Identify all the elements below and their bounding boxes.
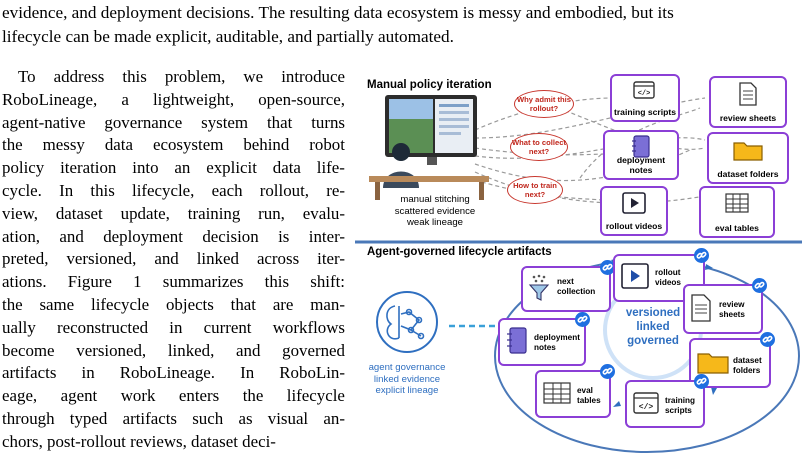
svg-text:</>: </> — [638, 90, 651, 98]
text-line: chors, post-rollout reviews, dataset dec… — [2, 431, 276, 451]
agent-caption: agent governance linked evidence explici… — [368, 362, 446, 396]
dataset-folders-artifact: dataset folders — [689, 338, 771, 388]
text-line: evidence, and deployment decisions. The … — [2, 3, 674, 22]
review-sheets-artifact: review sheets — [683, 284, 763, 334]
link-icon — [694, 248, 709, 263]
folder-icon — [697, 353, 729, 374]
training-scripts-artifact: </> training scripts — [625, 380, 705, 428]
code-window-icon: </> — [633, 81, 655, 99]
link-icon — [760, 332, 775, 347]
text-line: lifecycle can be made explicit, auditabl… — [2, 27, 454, 46]
manual-caption: manual stitching scattered evidence weak… — [394, 194, 476, 228]
document-icon — [739, 82, 757, 106]
next-collection-artifact: next collection — [521, 266, 611, 312]
review-sheets-artifact: review sheets — [709, 76, 787, 128]
eval-tables-artifact: eval tables — [699, 186, 775, 238]
lifecycle-center-label: versioned linked governed — [625, 307, 681, 347]
question-bubble: What to collect next? — [510, 133, 568, 161]
manual-panel-title: Manual policy iteration — [367, 79, 492, 91]
link-icon — [694, 374, 709, 389]
dataset-folders-artifact: dataset folders — [707, 132, 789, 184]
link-icon — [752, 278, 767, 293]
deployment-notes-artifact: deployment notes — [603, 130, 679, 180]
notebook-icon — [507, 327, 527, 354]
video-icon — [622, 192, 646, 214]
table-icon — [725, 193, 749, 213]
table-icon — [543, 382, 571, 404]
folder-icon — [733, 142, 763, 161]
training-scripts-artifact: </> training scripts — [610, 74, 680, 122]
figure-1: Manual policy iteration Agent-governed l… — [355, 68, 802, 454]
notebook-icon — [632, 135, 650, 158]
funnel-icon — [528, 274, 550, 301]
question-bubble: Why admit this rollout? — [514, 90, 574, 118]
link-icon — [600, 260, 615, 275]
agent-panel-title: Agent-governed lifecycle artifacts — [367, 246, 552, 258]
question-bubble: How to train next? — [507, 176, 563, 204]
rollout-videos-artifact: rollout videos — [600, 186, 668, 236]
video-icon — [621, 263, 649, 289]
document-icon — [691, 294, 711, 322]
eval-tables-artifact: eval tables — [535, 370, 611, 418]
code-window-icon: </> — [633, 392, 659, 414]
deployment-notes-artifact: deployment notes — [498, 318, 586, 366]
link-icon — [600, 364, 615, 379]
link-icon — [575, 312, 590, 327]
figure-graphics — [355, 95, 802, 453]
svg-text:</>: </> — [639, 403, 654, 412]
